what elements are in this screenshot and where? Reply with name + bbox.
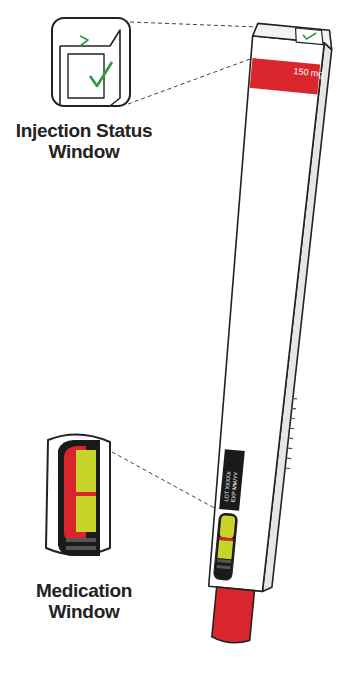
callout-label: Injection Status Window xyxy=(4,120,164,162)
callout-label: Medication Window xyxy=(4,580,164,622)
dose-label: 150 mg xyxy=(293,66,324,80)
lot-label: LOT XXXXX EXP MM/YY xyxy=(201,467,263,493)
expiry-text: EXP MM/YY xyxy=(230,450,242,502)
